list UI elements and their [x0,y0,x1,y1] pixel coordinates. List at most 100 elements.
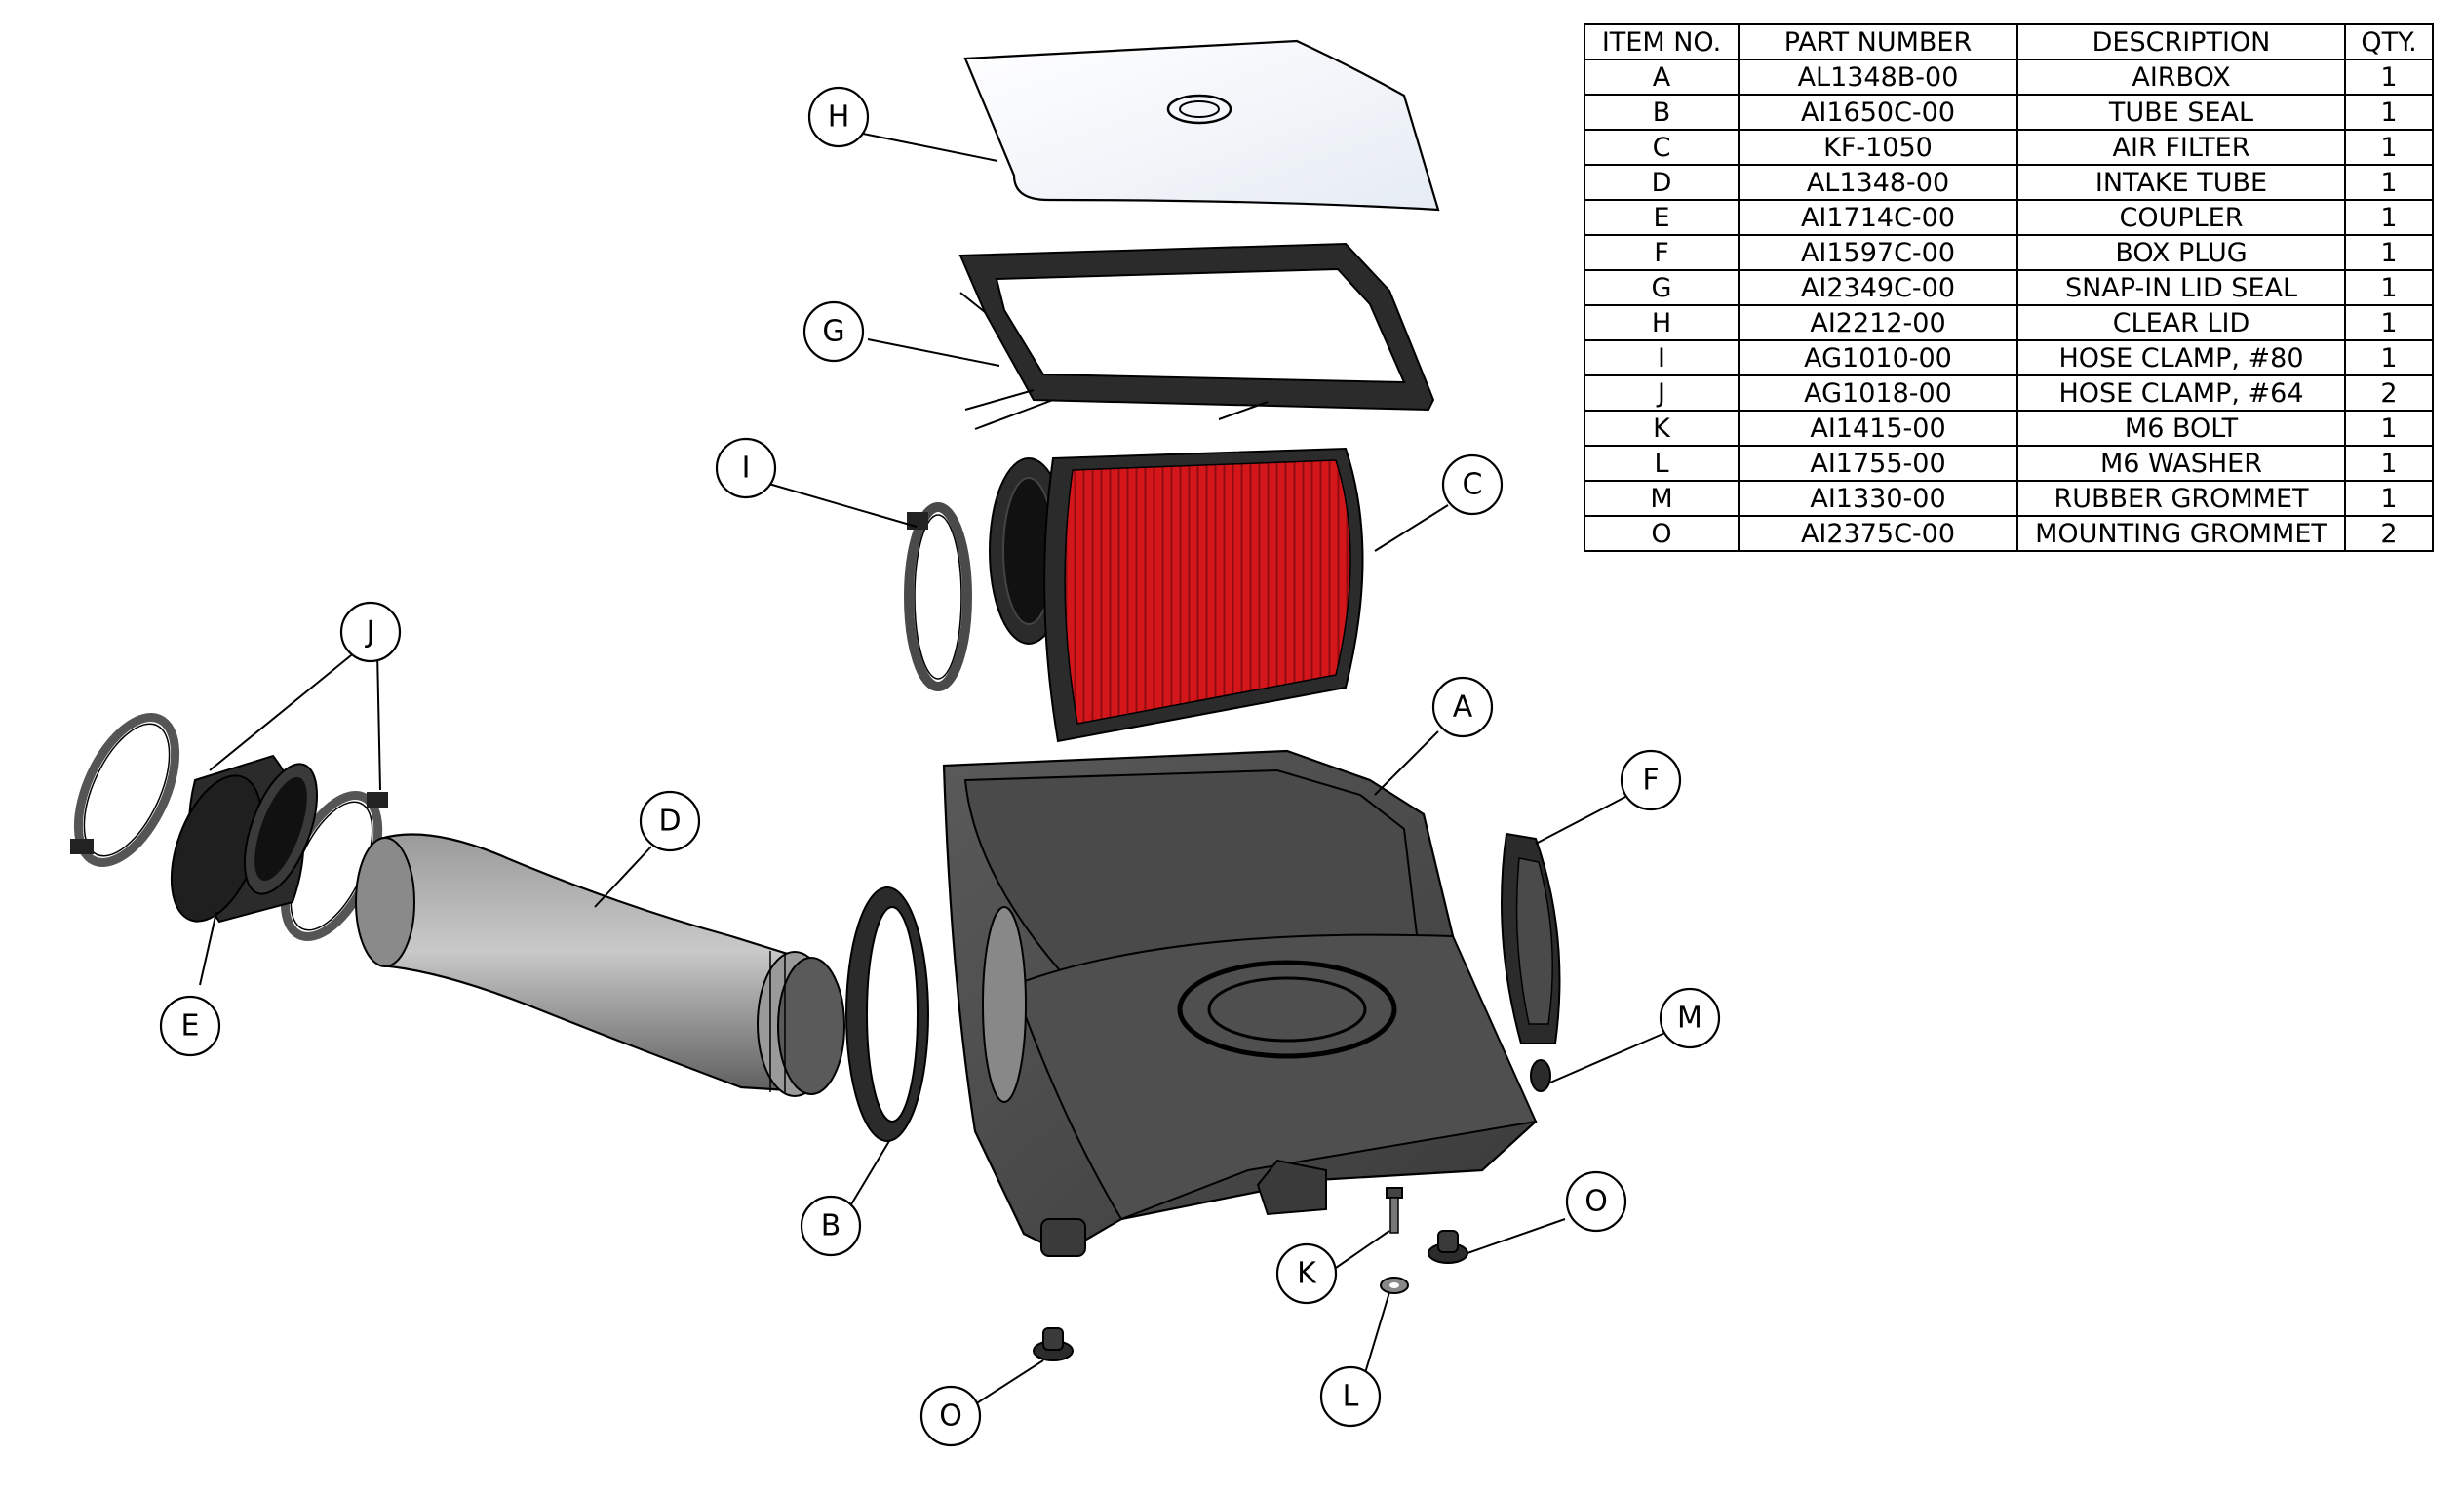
cell-part: AL1348B-00 [1738,59,2018,96]
cell-desc: HOSE CLAMP, #80 [2016,339,2346,376]
callout-h: H [807,86,870,148]
callout-i: I [715,437,777,499]
cell-item: F [1584,234,1740,271]
cell-part: AI2212-00 [1738,304,2018,341]
svg-text:B: B [821,1209,841,1243]
cell-qty: 1 [2344,129,2434,166]
airbox-logo-icon [1177,960,1397,1059]
callout-j: J [339,601,402,663]
tube-seal-part [845,886,929,1142]
callout-o-bottom: O [919,1385,982,1447]
cell-desc: SNAP-IN LID SEAL [2016,269,2346,306]
svg-text:O: O [1584,1185,1608,1219]
cell-item: J [1584,374,1740,412]
cell-qty: 1 [2344,304,2434,341]
mounting-grommet-right-part [1428,1230,1468,1264]
box-plug-part [1501,832,1561,1044]
lid-seal-part [958,242,1435,430]
cell-part: AG1010-00 [1738,339,2018,376]
svg-text:K: K [1297,1257,1317,1291]
svg-text:A: A [1453,690,1473,725]
cell-item: C [1584,129,1740,166]
cell-part: AI1650C-00 [1738,94,2018,131]
header-qty: QTY. [2344,23,2434,60]
callout-f: F [1620,749,1682,811]
rubber-grommet-part [1530,1059,1551,1092]
cell-desc: M6 WASHER [2016,445,2346,482]
cell-part: AI2375C-00 [1738,515,2018,552]
callout-o-right: O [1565,1170,1627,1233]
cell-item: I [1584,339,1740,376]
cell-qty: 1 [2344,234,2434,271]
cell-qty: 1 [2344,339,2434,376]
cell-part: AI2349C-00 [1738,269,2018,306]
clear-lid-part [963,39,1440,212]
header-description: DESCRIPTION [2016,23,2346,60]
svg-text:D: D [658,805,681,839]
svg-text:H: H [828,100,850,135]
cell-desc: INTAKE TUBE [2016,164,2346,201]
cell-desc: AIRBOX [2016,59,2346,96]
svg-text:C: C [1463,468,1483,502]
m6-bolt-part [1386,1187,1403,1234]
svg-text:E: E [181,1009,200,1044]
svg-text:M: M [1677,1002,1702,1036]
callout-k: K [1275,1242,1338,1305]
cell-desc: AIR FILTER [2016,129,2346,166]
svg-text:L: L [1343,1380,1359,1414]
cell-part: AI1714C-00 [1738,199,2018,236]
cell-desc: CLEAR LID [2016,304,2346,341]
cell-part: KF-1050 [1738,129,2018,166]
svg-text:J: J [365,615,375,650]
callout-m: M [1659,987,1721,1049]
svg-text:F: F [1642,764,1659,798]
callout-e: E [159,995,221,1057]
lid-logo-icon [1166,94,1232,125]
cell-qty: 2 [2344,515,2434,552]
callout-d: D [639,790,701,852]
mounting-grommet-bottom-part [1033,1327,1074,1361]
m6-washer-part [1380,1277,1409,1294]
hose-clamp-64-left-part [70,713,180,867]
cell-desc: BOX PLUG [2016,234,2346,271]
cell-item: K [1584,410,1740,447]
callout-b: B [800,1195,862,1257]
hose-clamp-80-part [904,502,972,691]
cell-part: AI1415-00 [1738,410,2018,447]
callout-a: A [1431,676,1494,738]
cell-desc: MOUNTING GROMMET [2016,515,2346,552]
cell-qty: 1 [2344,164,2434,201]
callout-g: G [802,300,865,363]
cell-part: AL1348-00 [1738,164,2018,201]
cell-qty: 1 [2344,59,2434,96]
cell-part: AI1755-00 [1738,445,2018,482]
cell-item: L [1584,445,1740,482]
cell-desc: HOSE CLAMP, #64 [2016,374,2346,412]
svg-text:O: O [939,1399,962,1434]
cell-desc: M6 BOLT [2016,410,2346,447]
leader-lines [199,133,1668,1405]
cell-item: O [1584,515,1740,552]
cell-desc: TUBE SEAL [2016,94,2346,131]
cell-item: G [1584,269,1740,306]
cell-item: D [1584,164,1740,201]
cell-item: M [1584,480,1740,517]
callout-l: L [1319,1365,1382,1428]
cell-qty: 1 [2344,445,2434,482]
cell-desc: RUBBER GROMMET [2016,480,2346,517]
svg-text:G: G [822,315,844,349]
cell-qty: 1 [2344,269,2434,306]
cell-qty: 1 [2344,480,2434,517]
cell-item: A [1584,59,1740,96]
header-item-no: ITEM NO. [1584,23,1740,60]
